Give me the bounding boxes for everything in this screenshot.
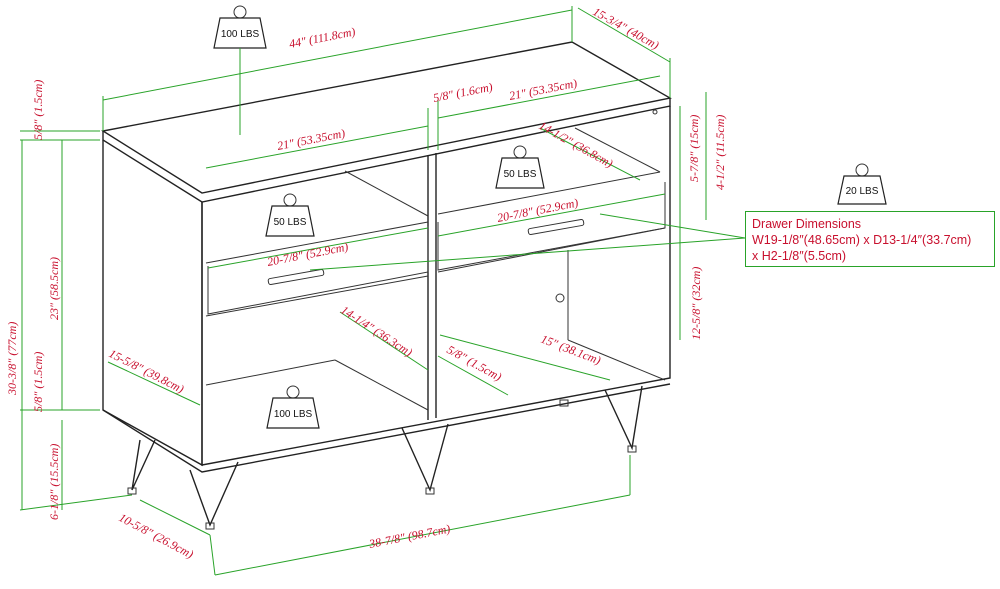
divider-thickness-label: 5/8″ (1.6cm)	[432, 80, 494, 105]
right-back-line	[574, 127, 661, 173]
cabinet-outline	[101, 41, 672, 473]
callout-line-2: x H2-1/8″(5.5cm)	[752, 249, 847, 263]
cable-hole-icon	[652, 109, 658, 115]
weight-icon: 100 LBS	[266, 385, 320, 429]
weight-top-label: 100 LBS	[221, 29, 260, 40]
callout-line-1: W19-1/8″(48.65cm) x D13-1/4″(33.7cm)	[752, 233, 972, 247]
leg-foot	[205, 522, 215, 530]
right-drawer-handle	[527, 219, 585, 235]
leg-back-left	[131, 439, 156, 491]
inner-left-line	[205, 125, 429, 169]
left-lower-back	[205, 359, 336, 386]
bottom-thickness-label: 5/8″ (1.5cm)	[31, 352, 45, 412]
leg-span-label: 38-7/8″ (98.7cm)	[367, 521, 451, 551]
weight-icon: 50 LBS	[495, 145, 545, 189]
body-height-label: 23″ (58.5cm)	[47, 257, 61, 320]
lower-width-line	[439, 334, 611, 381]
left-drawer-bottom	[205, 275, 429, 317]
drawer-right-line	[437, 193, 666, 237]
leg-foot	[127, 487, 137, 495]
right-drawer-front	[437, 182, 666, 271]
dimension-labels: 44″ (111.8cm) 15-3/4″ (40cm) 5/8″ (1.5cm…	[5, 4, 727, 561]
left-shelf-front	[205, 221, 429, 264]
lock-icon	[555, 293, 565, 303]
width-label: 44″ (111.8cm)	[288, 24, 357, 51]
right-lower-height-label: 12-5/8″ (32cm)	[689, 267, 703, 340]
lower-width-label: 15″ (38.1cm)	[539, 332, 603, 368]
dimension-lines	[19, 6, 746, 576]
left-side-panel	[102, 140, 203, 467]
weight-icon: 20 LBS	[837, 163, 887, 205]
leg-front-middle	[401, 423, 449, 493]
leg-foot	[425, 487, 435, 495]
weight-shelf-right-label: 50 LBS	[504, 169, 537, 180]
top-surface	[101, 41, 672, 194]
leg-front-right	[604, 385, 643, 451]
right-lower-side	[567, 339, 666, 381]
leg-foot	[559, 399, 569, 407]
left-drawer-front	[207, 226, 429, 315]
callout-pointer	[599, 213, 746, 239]
inner-width-left-label: 21″ (53.35cm)	[276, 126, 346, 153]
shelf-depth-line	[539, 127, 641, 181]
leg-depth-label: 10-5/8″ (26.9cm)	[117, 510, 196, 561]
callout-pointer	[309, 237, 746, 271]
legs	[127, 385, 643, 530]
lower-depth-label: 14-1/4″ (36.3cm)	[338, 303, 415, 360]
side-depth-label: 15-5/8″ (39.8cm)	[107, 346, 187, 396]
front-body	[201, 106, 671, 466]
weight-icon: 50 LBS	[265, 193, 315, 237]
width-line	[102, 9, 573, 101]
right-shelf-height-label: 4-1/2″ (11.5cm)	[713, 115, 727, 190]
divider-line	[437, 355, 509, 396]
drawer-dimensions-callout: Drawer Dimensions W19-1/8″(48.65cm) x D1…	[745, 211, 995, 267]
left-lower-side	[334, 359, 429, 411]
drawer-left-line	[207, 227, 429, 269]
leg-front-left	[189, 461, 239, 527]
lower-depth-line	[339, 311, 429, 371]
shelf-depth-label: 14-1/2″ (36.8cm)	[537, 118, 616, 170]
leg-span-line	[214, 494, 631, 576]
weight-drawer-label: 20 LBS	[846, 186, 879, 197]
right-top-gap-label: 5-7/8″ (15cm)	[687, 115, 701, 182]
depth-line	[577, 7, 671, 63]
weight-icon: 100 LBS	[213, 5, 267, 49]
drawer-width-right-label: 20-7/8″ (52.9cm)	[496, 195, 579, 224]
callout-title: Drawer Dimensions	[752, 217, 862, 231]
top-thickness-label: 5/8″ (1.5cm)	[31, 80, 45, 140]
weight-bottom-label: 100 LBS	[274, 409, 313, 420]
inner-width-right-label: 21″ (53.35cm)	[508, 76, 578, 103]
depth-label: 15-3/4″ (40cm)	[591, 4, 662, 52]
side-depth-line	[107, 361, 201, 406]
left-drawer-handle	[267, 269, 325, 285]
right-shelf-front	[437, 171, 661, 215]
left-back-line	[344, 170, 429, 217]
leg-foot	[627, 445, 637, 453]
inner-right-line	[437, 75, 661, 119]
weight-markers: 100 LBS 50 LBS 50 LBS 100 LBS 20 LBS	[213, 5, 887, 429]
leg-depth-line	[139, 499, 211, 536]
leg-height-label: 6-1/8″ (15.5cm)	[47, 444, 61, 520]
center-divider-label: 5/8″ (1.5cm)	[445, 342, 505, 383]
height-label: 30-3/8″ (77cm)	[5, 322, 19, 396]
weight-shelf-left-label: 50 LBS	[274, 217, 307, 228]
bottom-edge	[102, 383, 671, 473]
